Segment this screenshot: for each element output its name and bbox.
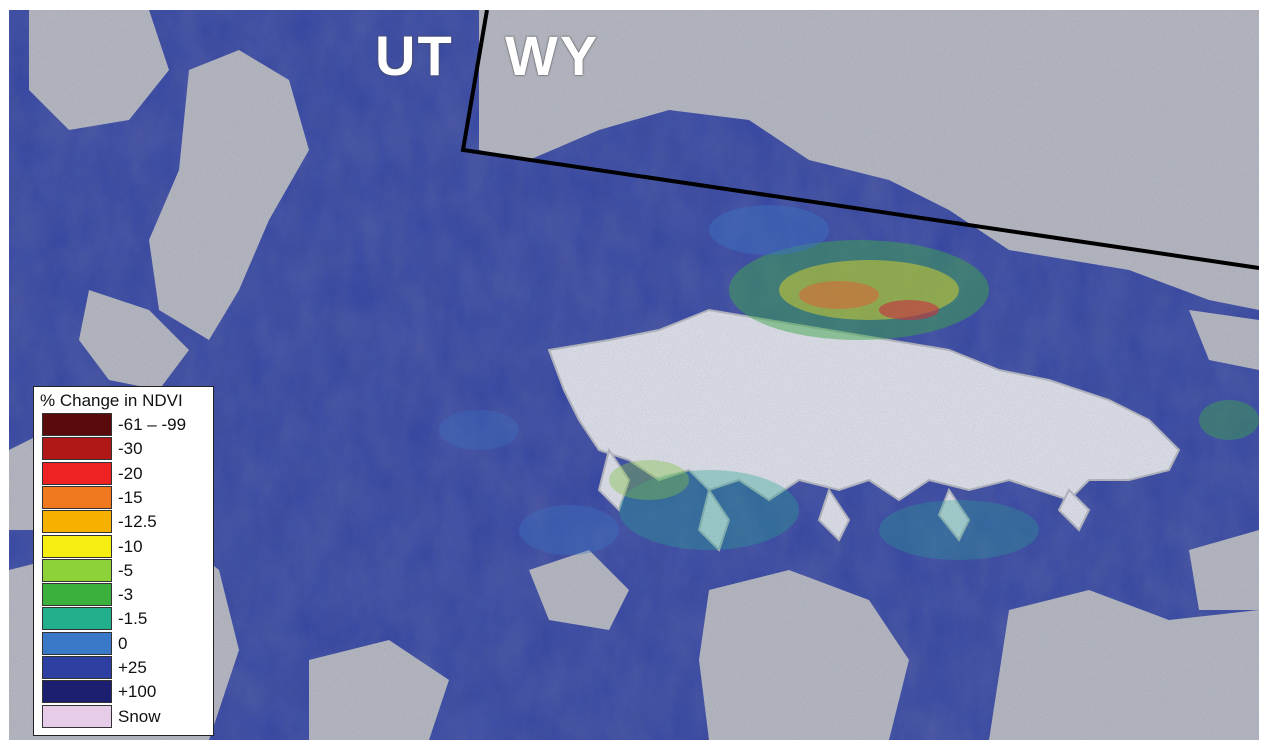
legend-swatch — [42, 558, 112, 582]
legend-label: -61 – -99 — [118, 415, 187, 434]
legend-swatch — [42, 631, 112, 655]
legend-swatch — [42, 656, 112, 679]
legend-swatch — [42, 437, 112, 461]
legend-label: +25 — [118, 658, 147, 677]
state-label-wy: WY — [505, 24, 600, 87]
legend-label: -15 — [118, 487, 143, 507]
legend-row: Snow — [42, 704, 212, 729]
legend-label: -5 — [118, 560, 134, 580]
ndvi-change-map: UT WY % Change in NDVI -61 – -99-30-20-1… — [9, 10, 1259, 740]
legend-row: 0 — [42, 631, 212, 656]
legend-swatch — [42, 583, 112, 607]
legend-swatch — [42, 607, 112, 631]
legend-label: 0 — [118, 633, 128, 653]
legend-row: -15 — [42, 485, 212, 510]
legend-title: % Change in NDVI — [40, 391, 183, 410]
state-border — [460, 10, 1259, 270]
legend-row: -10 — [42, 534, 212, 559]
legend-swatch — [42, 534, 112, 558]
legend-label: -1.5 — [118, 609, 148, 629]
legend-label: Snow — [118, 706, 161, 726]
speckle-texture — [9, 10, 1259, 740]
legend-row: -30 — [42, 437, 212, 461]
legend-row: -3 — [42, 583, 212, 607]
legend-label: -20 — [118, 463, 143, 483]
legend-label: -10 — [118, 536, 143, 556]
legend-swatch — [42, 680, 112, 704]
legend-row: -5 — [42, 558, 212, 583]
legend-row: -61 – -99 — [42, 413, 212, 437]
legend-swatch — [42, 413, 112, 436]
legend-row: -12.5 — [42, 510, 212, 534]
legend-swatch — [42, 510, 112, 534]
legend-label: -12.5 — [118, 512, 157, 532]
legend-row: +25 — [42, 656, 212, 680]
legend-swatch — [42, 461, 112, 485]
state-label-ut: UT — [375, 24, 454, 87]
legend-label: +100 — [118, 682, 157, 702]
legend-label: -3 — [118, 585, 134, 605]
legend-row: -20 — [42, 461, 212, 486]
legend-row: +100 — [42, 680, 212, 704]
legend-row: -1.5 — [42, 607, 212, 631]
legend-swatch — [42, 485, 112, 509]
legend: % Change in NDVI -61 – -99-30-20-15-12.5… — [33, 386, 214, 736]
legend-swatch — [42, 704, 112, 728]
legend-label: -30 — [118, 439, 143, 459]
